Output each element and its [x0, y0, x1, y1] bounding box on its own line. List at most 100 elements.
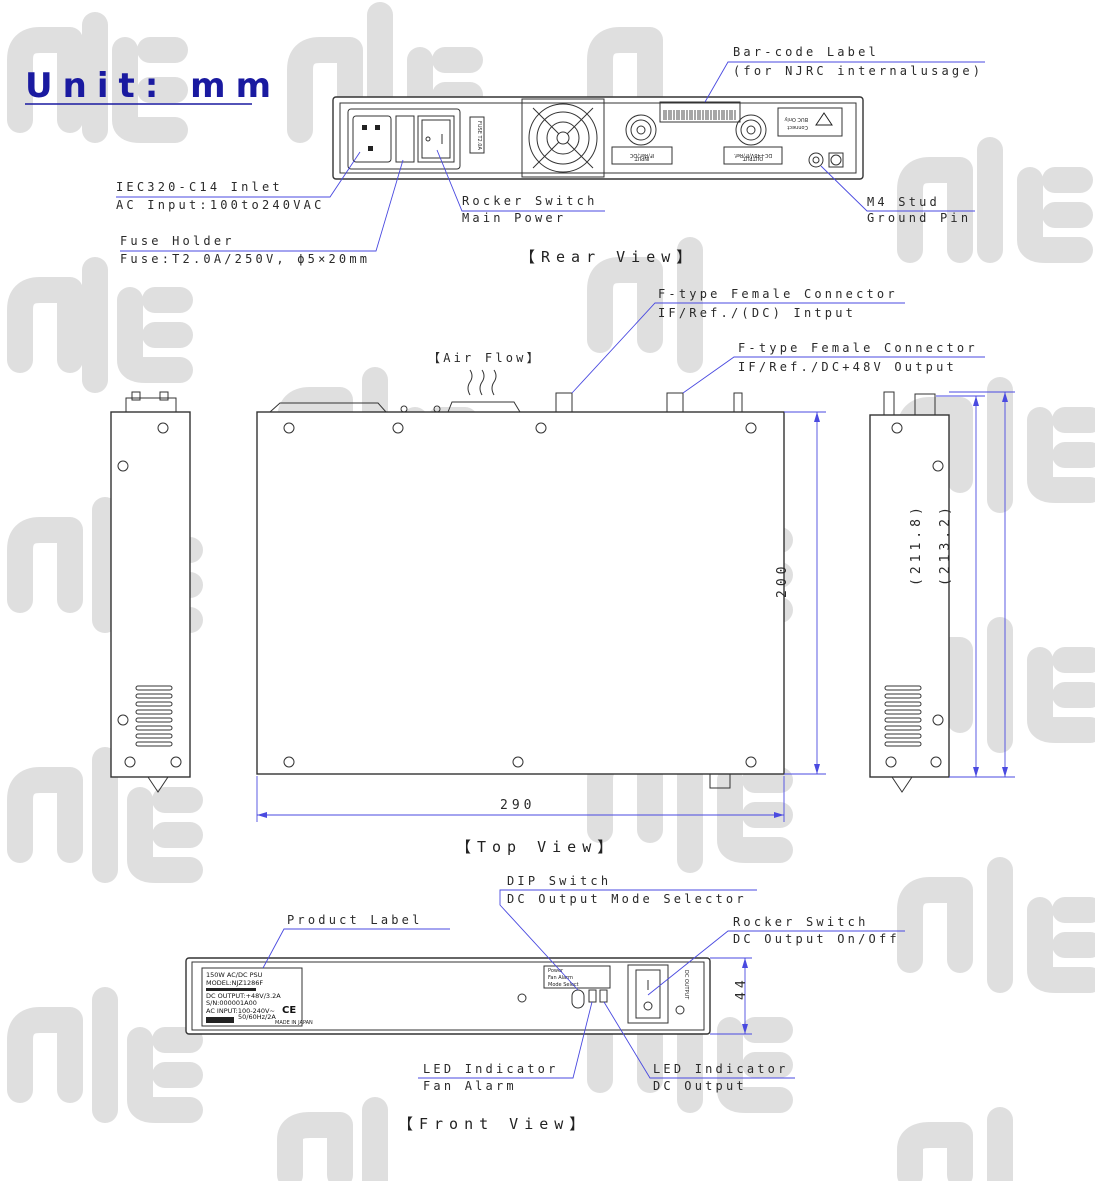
- fan-hub: [556, 131, 570, 145]
- watermark-logo: [7, 987, 203, 1123]
- watermark-logo: [7, 747, 203, 883]
- product-label-callout: Product Label: [287, 913, 423, 927]
- stud-callout-line1: M4 Stud: [867, 195, 940, 209]
- fan-grille: [546, 121, 580, 155]
- fan-housing: [521, 98, 605, 178]
- left-side-knob: [131, 391, 141, 401]
- screw-icon: [157, 422, 169, 434]
- fuse-leader: [120, 159, 404, 252]
- screw-icon: [117, 460, 129, 472]
- m4-ground-stud: [808, 152, 824, 168]
- led2-callout-line1: LED Indicator: [653, 1062, 789, 1076]
- front-panel: [185, 957, 711, 1035]
- product-label-leader: [262, 928, 450, 969]
- product-label: [201, 967, 303, 1027]
- led1-leader: [418, 1001, 593, 1079]
- input-f-connector-pin: [636, 125, 646, 135]
- input-sub-text: IF/Ref./DC: [629, 152, 654, 158]
- inlet-pin: [362, 125, 367, 130]
- screw-icon: [930, 756, 942, 768]
- arrow-icon: [814, 764, 820, 774]
- arrow-icon: [814, 412, 820, 422]
- conn1-callout-line1: F-type Female Connector: [658, 287, 898, 301]
- watermark-logo: [587, 27, 663, 123]
- input-label-box: [611, 146, 673, 165]
- iec-inlet-frame: [347, 108, 461, 170]
- left-side-knob: [159, 391, 169, 401]
- label-line-5: AC INPUT:100-240V~: [206, 1007, 275, 1015]
- screw-icon: [517, 993, 527, 1003]
- right-side-panel: [869, 414, 950, 778]
- rocker-callout-line2: Main Power: [462, 211, 566, 225]
- watermark-logo: [897, 857, 1095, 993]
- conn2-leader: [682, 356, 985, 394]
- arrow-icon: [774, 812, 784, 818]
- inlet-protrusion: [269, 402, 387, 413]
- dip-callout-line2: DC Output Mode Selector: [507, 892, 747, 906]
- dc-output-vertical-text: DC OUTPUT: [683, 970, 689, 1000]
- power-icon: [675, 1005, 685, 1015]
- rear-panel: [332, 96, 864, 180]
- left-side-view: [110, 391, 191, 793]
- conn1-callout-line2: IF/Ref./(DC) Intput: [658, 306, 856, 320]
- screw-icon: [745, 422, 757, 434]
- conn1-leader: [571, 302, 905, 394]
- arrow-icon: [742, 958, 748, 968]
- watermark-logo: [277, 1097, 1013, 1181]
- dc-output-rocker-switch[interactable]: [635, 969, 661, 1019]
- arrow-icon: [973, 396, 979, 406]
- label-line-3: DC OUTPUT:+48V/3.2A: [206, 992, 281, 1000]
- input-connector-top: [555, 392, 573, 413]
- fuse-label-text: FUSE T2.0A: [476, 121, 482, 150]
- screw-icon: [885, 756, 897, 768]
- screw-icon: [170, 756, 182, 768]
- front-panel-inner: [191, 961, 705, 1031]
- screw-icon: [512, 756, 524, 768]
- ground-stud-top: [733, 392, 743, 413]
- watermark-logo: [7, 257, 193, 393]
- screw-icon: [117, 714, 129, 726]
- airflow-arrow-icon: [491, 369, 497, 396]
- rocker-callout-line1: Rocker Switch: [462, 194, 598, 208]
- conn2-callout-line1: F-type Female Connector: [738, 341, 978, 355]
- right-foot: [891, 776, 913, 793]
- right-vent-slots: [884, 685, 922, 747]
- off-symbol: [425, 136, 431, 142]
- mode-text-a: Power: [548, 968, 564, 974]
- input-f-connector-nut: [630, 119, 652, 141]
- barcode-callout-line2: (for NJRC internalusage): [733, 64, 983, 78]
- screw-icon: [433, 405, 441, 413]
- mode-text-b: Fan Alarm: [548, 975, 573, 981]
- watermark-logo: [897, 377, 1095, 513]
- output-f-connector-pin: [746, 125, 756, 135]
- dip-callout-line1: DIP Switch: [507, 874, 611, 888]
- top-view-title: 【Top View】: [456, 838, 618, 856]
- arrow-icon: [1002, 392, 1008, 402]
- screw-icon: [932, 714, 944, 726]
- fan-guard-protrusion: [447, 401, 521, 413]
- screw-icon: [891, 422, 903, 434]
- ground-icon: [830, 154, 842, 166]
- mode-selector-panel: [543, 965, 611, 989]
- screw-icon: [283, 756, 295, 768]
- dip-leader: [499, 889, 757, 991]
- barcode-leader: [704, 61, 985, 103]
- rear-callouts: Bar-code Label (for NJRC internalusage) …: [116, 45, 985, 266]
- m4-ground-stud-core: [812, 156, 820, 164]
- barcode-bars: [663, 110, 736, 120]
- warning-triangle-icon: [815, 112, 833, 126]
- led2-callout-line2: DC Output: [653, 1079, 747, 1093]
- left-side-panel: [110, 411, 191, 778]
- conn2-callout-line2: IF/Ref./DC+48V Output: [738, 360, 957, 374]
- arrow-icon: [973, 767, 979, 777]
- output-connector-top: [666, 392, 684, 413]
- depth-dimension: 200: [775, 563, 790, 598]
- screw-icon: [745, 756, 757, 768]
- rear-view: FUSE T2.0A IF/Ref./DC INPUT DC+48V/IF/Re…: [332, 96, 864, 180]
- top-screws: [283, 422, 757, 768]
- ground-symbol-plate: [828, 152, 844, 168]
- output-f-connector-nut: [740, 119, 762, 141]
- output-label-text: OUTPUT: [742, 155, 763, 161]
- led2-leader: [603, 1001, 795, 1079]
